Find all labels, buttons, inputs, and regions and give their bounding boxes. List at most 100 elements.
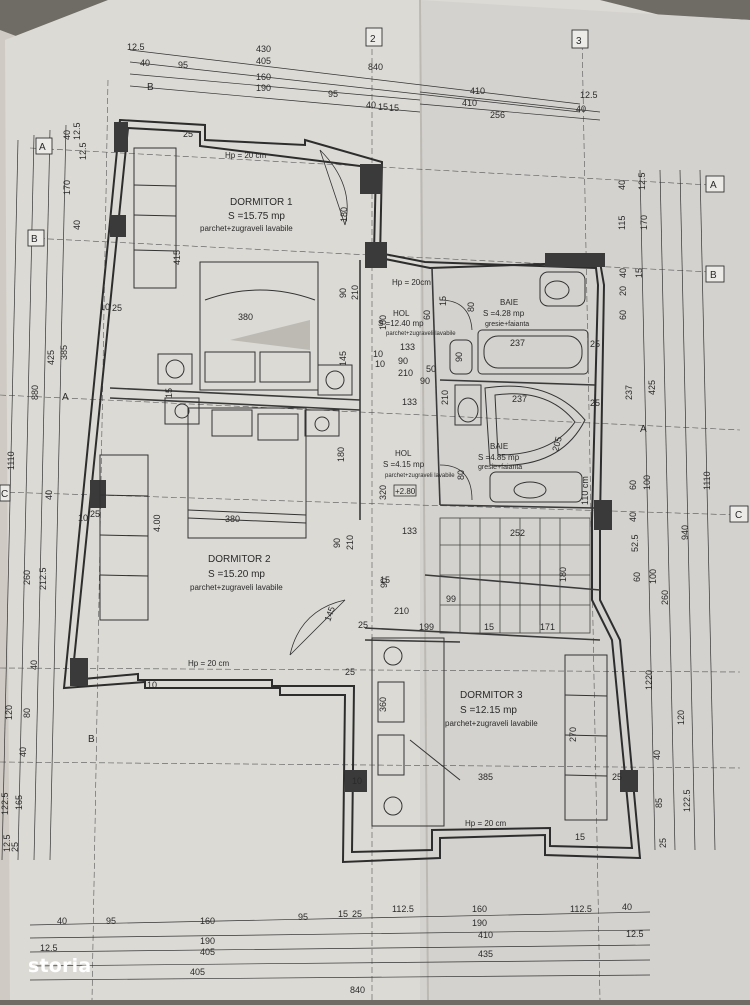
dim-left: 1110 — [6, 451, 16, 470]
dim-d2: 10 — [78, 513, 88, 523]
bed-dormitor-3 — [371, 637, 461, 827]
grid-label-a-left: A — [39, 142, 46, 153]
bed-dormitor-2 — [187, 407, 307, 539]
dim-d3: 15 — [575, 832, 585, 842]
room-area-dormitor-2: S =15.20 mp — [208, 569, 265, 580]
dim-d2: 199 — [419, 622, 434, 632]
bottom-dimension-lines — [29, 911, 651, 981]
room-name-hol-1: HOL — [393, 309, 410, 318]
dim-hol: 320 — [378, 485, 388, 500]
dim-right: 20 — [618, 286, 628, 296]
dim-d2: 380 — [225, 514, 240, 524]
grid-label-c-right: C — [735, 510, 742, 521]
dim-top: 15 — [389, 103, 399, 113]
floor-height-dormitor-2: Hp = 20 cm — [188, 659, 229, 668]
dim-d2: 99 — [446, 594, 456, 604]
dim-d2: 15 — [484, 622, 494, 632]
dim-top: 256 — [490, 110, 505, 120]
dim-left: 40 — [44, 490, 54, 500]
dim-bottom: 40 — [57, 916, 67, 926]
dim-right: 100 — [642, 475, 652, 490]
dim-d1: 210 — [350, 285, 360, 300]
room-finish-hol-1: parchet+zugraveli lavabile — [386, 331, 456, 337]
door-swings — [289, 149, 473, 656]
dim-bottom: 15 — [338, 909, 348, 919]
dim-baie: 205 — [550, 435, 564, 452]
dim-d1: 10 — [100, 302, 110, 312]
grid-bubbles — [0, 27, 749, 523]
dim-left: 80 — [22, 708, 32, 718]
dim-d1: 145 — [338, 351, 348, 366]
dim-top: 12.5 — [127, 42, 145, 52]
dim-bottom: 405 — [200, 947, 215, 957]
dim-left: 165 — [14, 795, 24, 810]
dim-hol: 133 — [402, 397, 417, 407]
interior-dimension-labels: 25 180 415 10 25 380 145 15 90 210 180 6… — [78, 129, 622, 842]
dim-d1: 415 — [172, 250, 182, 265]
grid-label-b-right: B — [710, 270, 717, 281]
dim-top: 160 — [256, 72, 271, 82]
dim-hol: 90 — [454, 352, 464, 362]
dim-right: 122.5 — [682, 789, 692, 812]
dim-left: 12.5 — [78, 142, 88, 160]
floor-height-dormitor-1: Hp = 20 cm — [225, 151, 266, 160]
dim-right: 60 — [618, 310, 628, 320]
dim-baie: 25 — [590, 398, 600, 408]
dim-d3: 25 — [612, 772, 622, 782]
bottom-dimension-labels: 40 95 160 95 15 25 112.5 160 112.5 40 19… — [40, 902, 644, 995]
storia-logo: storia — [28, 955, 92, 977]
dim-d1: 25 — [112, 303, 122, 313]
dim-top: 405 — [256, 56, 271, 66]
dim-baie: 237 — [510, 338, 525, 348]
room-name-dormitor-3: DORMITOR 3 — [460, 690, 523, 701]
dim-bottom: 95 — [106, 916, 116, 926]
dim-right: 40 — [618, 268, 628, 278]
dim-top: 95 — [178, 60, 188, 70]
dim-hol: 80 — [466, 302, 476, 312]
dim-d2: 145 — [322, 605, 337, 623]
dim-d2: 15 — [380, 575, 390, 585]
dim-right: 120 — [676, 710, 686, 725]
wardrobes — [99, 147, 608, 821]
dim-d2: 210 — [394, 606, 409, 616]
dim-right: 15 — [634, 268, 644, 278]
room-finish-dormitor-1: parchet+zugraveli lavabile — [200, 224, 293, 233]
dim-top: 40 — [140, 58, 150, 68]
dim-d1: 180 — [339, 207, 349, 222]
room-labels: DORMITOR 1 S =15.75 mp parchet+zugraveli… — [190, 197, 538, 728]
dim-left: 40 — [72, 220, 82, 230]
dim-bottom: 12.5 — [626, 929, 644, 939]
dim-left: 425 — [46, 350, 56, 365]
right-dimension-labels: 40 12.5 115 170 20 40 15 60 237 425 1110… — [617, 172, 712, 848]
dim-left: 120 — [4, 705, 14, 720]
dim-hol: 133 — [402, 526, 417, 536]
dim-d2: 252 — [510, 528, 525, 538]
room-finish-baie-1: gresie+faianta — [485, 321, 529, 328]
dim-right: 425 — [647, 380, 657, 395]
dim-bottom: 112.5 — [570, 904, 592, 914]
interior-walls — [109, 260, 601, 643]
floor-height-baie: Hp = 20cm — [392, 278, 431, 287]
wall-hatching — [70, 122, 638, 792]
dim-d3: 10 — [352, 776, 362, 786]
dim-d3: 270 — [568, 727, 578, 742]
dim-bottom: 40 — [622, 902, 632, 912]
dim-bottom: 190 — [200, 936, 215, 946]
dim-d3: 385 — [478, 772, 493, 782]
room-name-baie-1: BAIE — [500, 298, 518, 307]
nightstands — [157, 353, 353, 437]
grid-label-2: 2 — [370, 34, 376, 45]
dim-top: 15 — [378, 102, 388, 112]
dim-right: 237 — [624, 385, 634, 400]
bathroom-fixtures — [449, 271, 589, 503]
dim-top: 840 — [368, 62, 383, 72]
dim-bottom: 112.5 — [392, 904, 414, 914]
room-area-hol-2: S =4.15 mp — [383, 460, 425, 469]
dim-right: 1110 — [702, 471, 712, 490]
paper-shade — [420, 0, 750, 1000]
room-name-baie-2: BAIE — [490, 442, 508, 451]
room-name-dormitor-2: DORMITOR 2 — [208, 554, 271, 565]
room-finish-dormitor-2: parchet+zugraveli lavabile — [190, 583, 283, 592]
grid-label-a-inner: A — [640, 424, 647, 435]
